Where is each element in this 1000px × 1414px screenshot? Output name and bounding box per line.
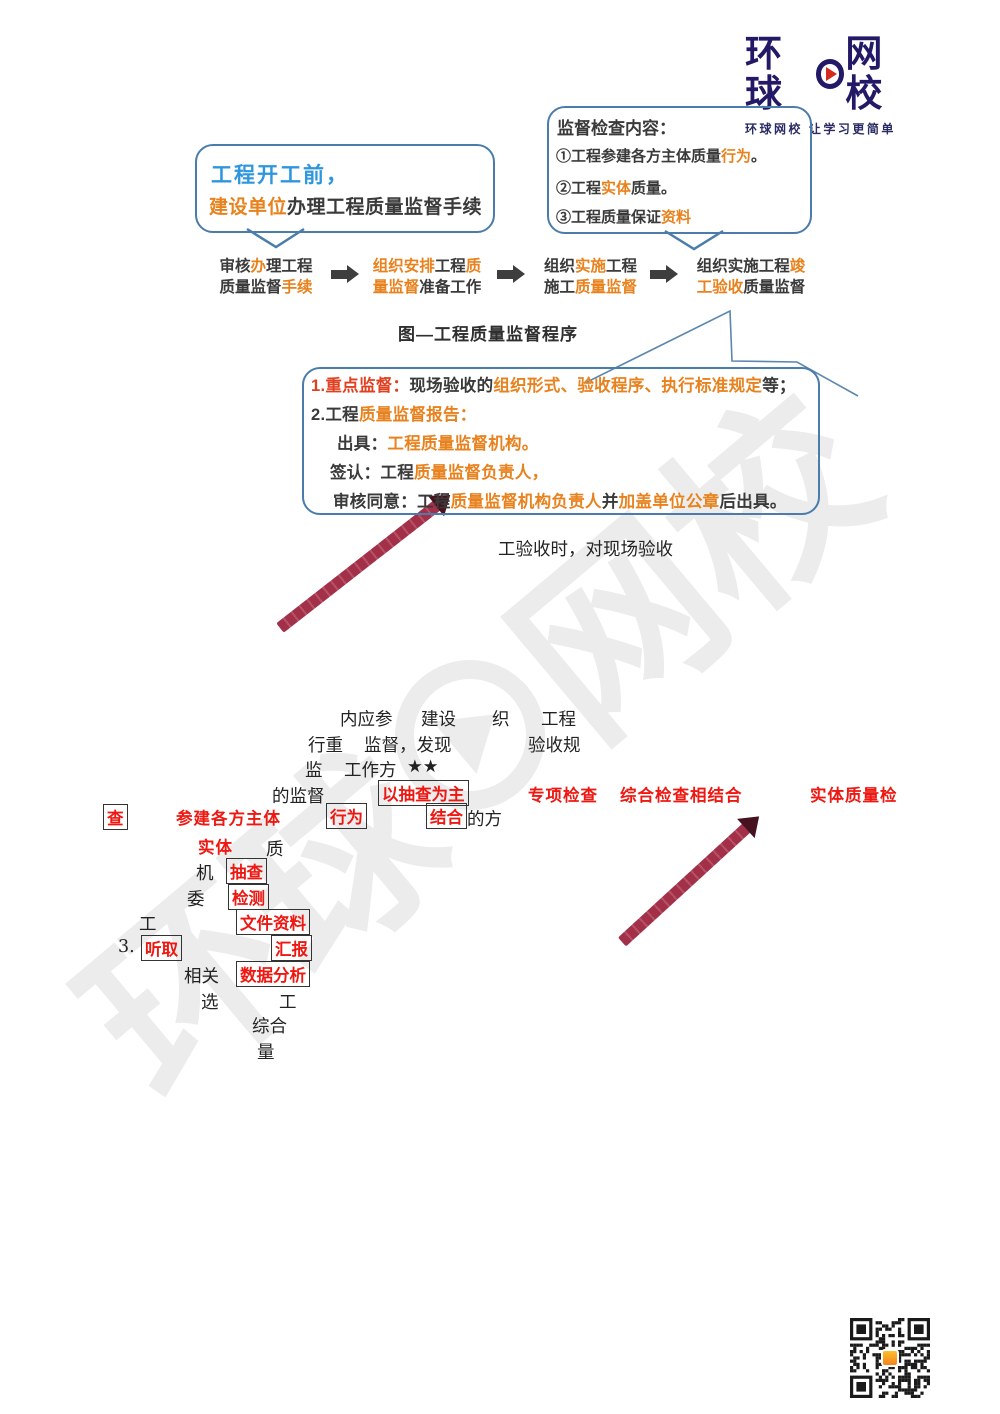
pre-construction-box: 工程开工前， 建设单位办理工程质量监督手续: [195, 144, 495, 233]
box-line: 出具：工程质量监督机构。: [337, 435, 539, 453]
qr-center-logo-icon: [881, 1349, 899, 1367]
flow-step: 组织实施工程竣 工验收质量监督: [696, 258, 806, 296]
method-list-fragment: 汇报: [271, 935, 312, 961]
method-list-fragment: 选: [201, 993, 219, 1013]
method-text-fragment: 行为: [326, 803, 367, 829]
arrow-right-icon: [497, 265, 525, 283]
supervision-report-box: [302, 367, 820, 515]
watermark-stripe: [617, 822, 752, 947]
flow-step: 组织安排工程质 量监督准备工作: [372, 258, 482, 296]
box-line: 建设单位办理工程质量监督手续: [209, 197, 483, 218]
method-list-fragment: 数据分析: [236, 961, 310, 987]
method-text-fragment: 实体质量检: [810, 787, 898, 805]
method-list-fragment: 委: [187, 890, 205, 910]
method-list-fragment: 文件资料: [236, 909, 310, 935]
body-text-fragment: 织: [492, 710, 510, 730]
box-item: ①工程参建各方主体质量行为。: [556, 148, 767, 165]
body-text-fragment: 行重: [308, 736, 343, 756]
method-text-fragment: 综合检查相结合: [620, 787, 743, 805]
method-list-fragment: 综合: [252, 1017, 287, 1037]
method-text-fragment: 查: [103, 804, 128, 830]
arrow-right-icon: [331, 265, 359, 283]
inspection-content-box: 监督检查内容： ①工程参建各方主体质量行为。 ②工程实体质量。 ③工程质量保证资…: [547, 106, 812, 234]
method-list-fragment: 实体: [198, 839, 233, 857]
box-line: 工程开工前，: [211, 164, 349, 187]
body-text-fragment: 工验收时，对现场验收: [498, 540, 673, 560]
play-button-icon: [815, 59, 845, 89]
body-text-fragment: ★★: [407, 757, 439, 777]
body-text-fragment: 监督，发现: [364, 736, 452, 756]
method-list-fragment: 质: [266, 840, 284, 860]
box-line: 2.工程质量监督报告：: [311, 406, 477, 424]
flow-step: 组织实施工程 施工质量监督: [543, 258, 638, 296]
method-text-fragment: 的监督: [272, 787, 325, 807]
method-list-fragment: 工: [139, 915, 157, 935]
method-list-fragment: 听取: [141, 935, 182, 961]
body-text-fragment: 验收规: [528, 736, 581, 756]
method-list-fragment: 检测: [228, 884, 269, 910]
body-text-fragment: 工作方: [344, 761, 397, 781]
method-list-fragment: 工: [279, 993, 297, 1013]
method-list-fragment: 3.: [118, 937, 135, 957]
box-line: 签认：工程质量监督负责人，: [330, 464, 549, 482]
method-list-fragment: 量: [257, 1043, 275, 1063]
method-list-fragment: 机: [196, 864, 214, 884]
method-text-fragment: 以抽查为主: [378, 780, 469, 806]
logo-text-left: 环球: [745, 33, 782, 114]
brand-logo: 环球 网校 环球网校 让学习更简单: [745, 34, 915, 137]
method-text-fragment: 结合: [426, 803, 467, 829]
figure-caption: 图—工程质量监督程序: [398, 325, 578, 344]
method-text-fragment: 专项检查: [528, 787, 598, 805]
box-item: ③工程质量保证资料: [556, 209, 692, 226]
flow-step: 审核办理工程 质量监督手续: [219, 258, 313, 296]
method-text-fragment: 参建各方主体: [176, 810, 281, 828]
body-text-fragment: 内应参: [340, 710, 393, 730]
brand-slogan: 环球网校 让学习更简单: [745, 122, 896, 136]
logo-text-right: 网校: [845, 33, 883, 114]
method-text-fragment: 的方: [467, 810, 502, 830]
box-line: 审核同意：工程质量监督机构负责人并加盖单位公章后出具。: [333, 493, 787, 511]
box-line: 1.重点监督：现场验收的组织形式、验收程序、执行标准规定等；: [311, 377, 796, 395]
method-list-fragment: 抽查: [226, 858, 267, 884]
body-text-fragment: 监: [305, 761, 323, 781]
body-text-fragment: 工程: [541, 710, 576, 730]
arrow-right-icon: [650, 265, 678, 283]
body-text-fragment: 建设: [421, 710, 456, 730]
box-item: ②工程实体质量。: [556, 180, 677, 197]
qr-code: [850, 1318, 930, 1398]
box-title: 监督检查内容：: [557, 119, 676, 138]
method-list-fragment: 相关: [184, 967, 219, 987]
